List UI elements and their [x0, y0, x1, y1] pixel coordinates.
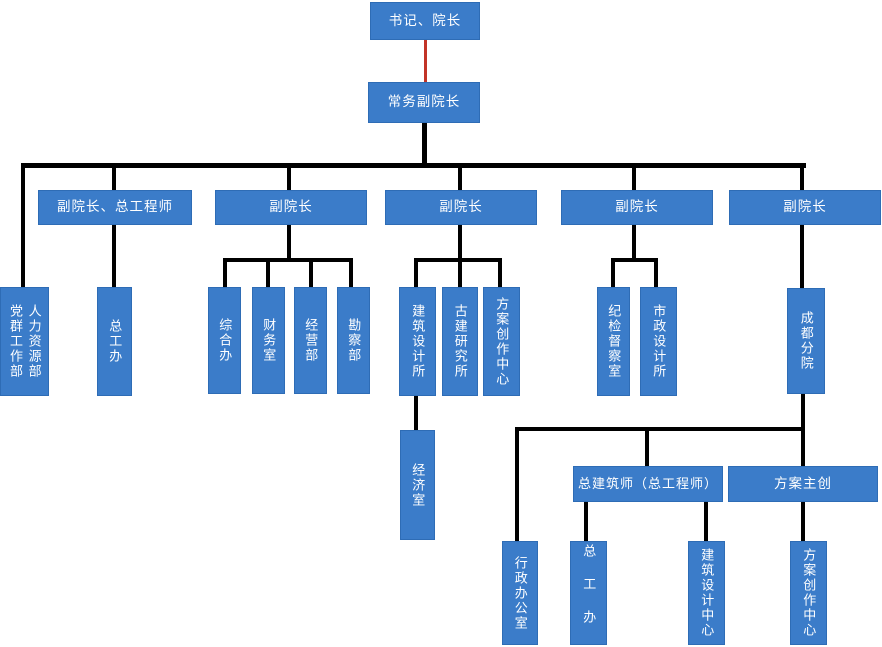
connector-line — [112, 225, 116, 287]
connector-line — [458, 225, 462, 261]
node-admin-office-label: 行政办公室 — [512, 555, 528, 631]
connector-line — [800, 166, 804, 190]
connector-line — [21, 166, 25, 287]
connector-line — [515, 427, 805, 431]
connector-line — [611, 261, 615, 287]
connector-line — [287, 166, 291, 190]
node-discipline-inspection-office: 纪检督察室 — [597, 287, 630, 396]
node-secretary-dean: 书记、院长 — [370, 2, 480, 40]
node-arch-design-institute: 建筑设计所 — [399, 287, 436, 396]
node-vice-dean-4: 副院长 — [729, 190, 881, 225]
node-survey-dept: 勘察部 — [337, 287, 370, 394]
connector-line — [801, 394, 805, 430]
node-business-dept-label: 经营部 — [303, 318, 319, 363]
connector-line — [21, 163, 806, 168]
connector-line — [632, 166, 636, 190]
connector-line — [287, 225, 291, 261]
node-ancient-arch-institute-label: 古建研究所 — [452, 304, 468, 379]
connector-line — [223, 261, 227, 287]
node-finance-office-label: 财务室 — [261, 318, 277, 363]
connector-line — [422, 123, 427, 165]
node-chengdu-scheme-creation-center: 方案创作中心 — [790, 541, 827, 645]
connector-red-line — [424, 40, 427, 82]
node-municipal-design-institute: 市政设计所 — [640, 287, 677, 396]
node-discipline-inspection-office-label: 纪检督察室 — [606, 304, 622, 379]
node-arch-design-center: 建筑设计中心 — [688, 541, 725, 645]
node-economy-office: 经济室 — [400, 430, 435, 540]
node-finance-office: 财务室 — [252, 287, 285, 394]
node-scheme-lead: 方案主创 — [728, 466, 878, 502]
node-party-mass-and-hr: 党群工作部 人力资源部 — [0, 287, 49, 396]
node-party-mass-dept-label: 党群工作部 — [8, 304, 23, 379]
connector-line — [414, 258, 502, 262]
connector-line — [632, 225, 636, 261]
connector-line — [223, 258, 353, 262]
node-survey-dept-label: 勘察部 — [346, 318, 362, 363]
connector-line — [654, 261, 658, 287]
connector-line — [515, 430, 519, 541]
node-exec-vice-dean: 常务副院长 — [368, 82, 480, 123]
node-general-office-label: 综合办 — [217, 318, 233, 363]
node-chief-architect: 总建筑师（总工程师） — [573, 466, 723, 502]
connector-line — [266, 261, 270, 287]
connector-line — [801, 430, 805, 466]
node-business-dept: 经营部 — [294, 287, 327, 394]
node-arch-design-institute-label: 建筑设计所 — [410, 304, 426, 379]
connector-line — [414, 261, 418, 287]
node-hr-dept-label: 人力资源部 — [26, 304, 42, 379]
node-chengdu-branch-label: 成都分院 — [798, 311, 814, 371]
node-chief-engineer-office: 总工办 — [97, 287, 132, 396]
node-chengdu-chief-engineer-office: 总工办 — [570, 541, 607, 645]
connector-line — [584, 502, 588, 541]
node-economy-office-label: 经济室 — [410, 462, 426, 508]
node-scheme-creation-center-label: 方案创作中心 — [494, 296, 510, 387]
connector-line — [458, 166, 462, 190]
node-vice-dean-2: 副院长 — [385, 190, 537, 225]
node-arch-design-center-label: 建筑设计中心 — [699, 548, 715, 638]
connector-line — [800, 225, 804, 288]
connector-line — [611, 258, 658, 262]
node-municipal-design-institute-label: 市政设计所 — [651, 304, 667, 379]
connector-line — [458, 261, 462, 287]
node-vice-dean-3: 副院长 — [561, 190, 713, 225]
connector-line — [645, 430, 649, 466]
node-chengdu-scheme-creation-center-label: 方案创作中心 — [801, 548, 817, 638]
node-ancient-arch-institute: 古建研究所 — [442, 287, 478, 396]
node-vice-dean-chief-engineer: 副院长、总工程师 — [38, 190, 192, 225]
connector-line — [309, 261, 313, 287]
node-chengdu-chief-engineer-office-label: 总工办 — [581, 543, 597, 643]
connector-line — [349, 261, 353, 287]
node-chengdu-branch: 成都分院 — [787, 288, 825, 394]
connector-line — [704, 502, 708, 541]
connector-line — [801, 502, 805, 541]
connector-line — [498, 261, 502, 287]
node-admin-office: 行政办公室 — [502, 541, 538, 645]
connector-line — [112, 166, 116, 190]
node-chief-engineer-office-label: 总工办 — [107, 319, 123, 364]
node-scheme-creation-center: 方案创作中心 — [483, 287, 520, 396]
node-general-office: 综合办 — [208, 287, 241, 394]
connector-line — [414, 396, 418, 430]
node-vice-dean-1: 副院长 — [215, 190, 367, 225]
